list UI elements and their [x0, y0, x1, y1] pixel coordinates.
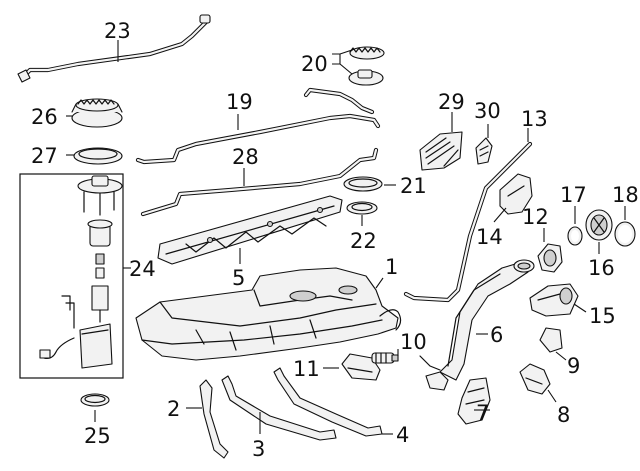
callout-29: 29	[438, 90, 465, 114]
callout-1: 1	[385, 255, 398, 279]
callout-19: 19	[226, 90, 253, 114]
vapor-line-28	[140, 147, 379, 217]
callout-5: 5	[232, 266, 245, 290]
fuel-line-19	[135, 113, 381, 165]
callout-2: 2	[167, 397, 180, 421]
callout-13: 13	[521, 107, 548, 131]
gasket-21	[343, 176, 383, 192]
fuel-cap-16	[585, 209, 613, 241]
tank-strap-2	[199, 379, 229, 459]
bracket-8	[519, 363, 551, 395]
gasket-18	[614, 221, 636, 247]
clip-30	[475, 137, 493, 165]
tank-strap-4	[273, 367, 383, 437]
heat-shield-29	[419, 131, 463, 171]
callout-28: 28	[232, 145, 259, 169]
callout-12: 12	[522, 205, 549, 229]
callout-18: 18	[612, 183, 639, 207]
callout-17: 17	[560, 183, 587, 207]
callout-7: 7	[476, 401, 489, 425]
gasket-22	[346, 201, 378, 215]
gasket-17	[567, 226, 583, 246]
valve-10	[371, 352, 399, 364]
callout-3: 3	[252, 437, 265, 461]
fuel-line-23	[17, 14, 211, 83]
callout-14: 14	[476, 225, 503, 249]
gasket-27	[73, 147, 123, 165]
callout-16: 16	[588, 256, 615, 280]
callout-4: 4	[396, 423, 409, 447]
vent-tube-13	[403, 141, 533, 303]
housing-15	[529, 283, 579, 317]
fuel-pump-assembly-24	[19, 173, 124, 379]
callout-26: 26	[31, 105, 58, 129]
callout-8: 8	[557, 403, 570, 427]
callout-11: 11	[293, 357, 320, 381]
fuel-tank-1	[135, 267, 402, 361]
callout-25: 25	[84, 424, 111, 448]
bracket-11	[341, 353, 381, 381]
callout-24: 24	[129, 257, 156, 281]
callout-30: 30	[474, 99, 501, 123]
callout-10: 10	[400, 330, 427, 354]
cap-12	[537, 243, 563, 273]
callout-9: 9	[567, 354, 580, 378]
bracket-9	[539, 327, 563, 353]
callout-21: 21	[400, 174, 427, 198]
gasket-25	[80, 393, 110, 407]
lock-ring-26	[71, 98, 123, 128]
callout-22: 22	[350, 229, 377, 253]
callout-15: 15	[589, 304, 616, 328]
protector-5	[157, 195, 343, 265]
callout-27: 27	[31, 144, 58, 168]
callout-20: 20	[301, 52, 328, 76]
bracket-7	[457, 377, 491, 425]
sender-assembly-20	[303, 46, 385, 115]
shield-14	[499, 173, 533, 215]
filler-pipe-6	[419, 259, 535, 391]
callout-6: 6	[490, 323, 503, 347]
callout-23: 23	[104, 19, 131, 43]
